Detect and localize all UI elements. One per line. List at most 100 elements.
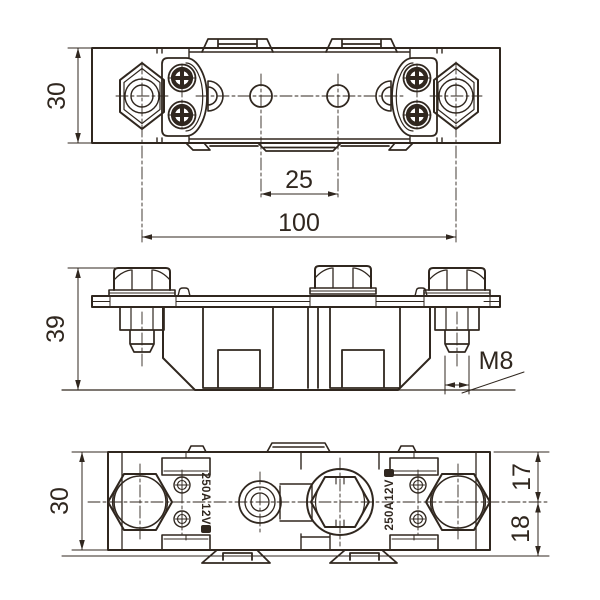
mounting-hole (326, 84, 350, 108)
small-screw (173, 510, 191, 528)
right-nut-circle (431, 475, 485, 529)
screw-head-rim (167, 100, 197, 130)
phillips-cross-icon (173, 106, 191, 124)
dimension-39: 39 (42, 267, 117, 391)
bracket-fold-lines (121, 451, 477, 551)
screw-head-ring (405, 103, 429, 127)
dim-label-thread-m8: M8 (479, 347, 514, 375)
screw-outer (409, 510, 427, 528)
dimension-100: 100 (141, 209, 457, 240)
dimension-arrows (79, 452, 85, 550)
dim-label-upper-17: 17 (508, 463, 536, 491)
fuse-clip-barrel-mid (244, 486, 276, 518)
screw-head-rim (402, 100, 432, 130)
fuse-clip-covers (161, 57, 438, 137)
small-screw (409, 476, 427, 494)
phillips-cross-icon (173, 69, 191, 87)
screw-head-ring (170, 103, 194, 127)
dim-label-height-30: 30 (43, 82, 71, 110)
center-bolt-boss-lines (300, 451, 380, 551)
hex-nut-outlines-bottom (107, 473, 491, 531)
phillips-screw (167, 100, 197, 130)
marking-voltage-rating: 12V (384, 479, 396, 501)
bottom-view-centerlines (87, 457, 550, 547)
mounting-hole (249, 84, 273, 108)
dimension-arrows (445, 382, 469, 388)
dim-label-stud-spacing-100: 100 (278, 209, 320, 237)
top-inner-edges (156, 47, 443, 144)
left-nut-circle (113, 475, 167, 529)
hex-bolt-heads (113, 265, 486, 291)
dimension-arrows (75, 48, 81, 143)
leader-line (461, 371, 525, 394)
dim-label-height-39: 39 (42, 315, 70, 343)
dimension-25: 25 (260, 166, 339, 197)
center-bolt-thread-marks (335, 476, 345, 528)
screw-outer (173, 476, 191, 494)
dimension-30-top: 30 (43, 47, 93, 144)
brand-logo-mark (384, 469, 394, 477)
plate-detail-lines (91, 295, 501, 308)
dim-label-height-30: 30 (46, 487, 74, 515)
screw-head-rim (402, 63, 432, 93)
screw-crosshair (411, 512, 425, 526)
screw-crosshair (175, 512, 189, 526)
washer-midlines (108, 290, 491, 294)
clip-window-cutouts (161, 457, 439, 551)
marking-current-rating: 250A (384, 501, 396, 530)
side-body-outline (91, 295, 501, 391)
top-edge-small-tabs (187, 442, 417, 453)
screw-crosshair (175, 478, 189, 492)
bottom-body-outline (107, 451, 491, 551)
extension-lines (444, 355, 470, 395)
lower-nut-facets (130, 306, 469, 331)
fuse-strip-end-contacts (207, 80, 392, 112)
hex-nut-outlines (119, 62, 479, 130)
dim-label-hole-spacing-25: 25 (285, 166, 313, 194)
bottom-edge-tabs-and-dovetail (185, 142, 414, 152)
dimension-30-bottom: 30 (46, 451, 109, 551)
extension-lines (67, 47, 93, 144)
fuse-clip-barrel-inner (250, 492, 270, 512)
bottom-mounting-feet (201, 549, 398, 564)
bottom-view: 250A 12V 250A 12V 30 17 18 (46, 442, 550, 564)
phillips-screw (167, 63, 197, 93)
brand-logo-mark (201, 525, 211, 533)
small-screw (173, 476, 191, 494)
marking-voltage-rating: 12V (199, 503, 211, 525)
right-stud-hole (444, 84, 468, 108)
fuse-strip-bar (279, 483, 313, 522)
washers (108, 287, 491, 297)
dimension-17: 17 (493, 451, 550, 503)
screw-head-ring (170, 66, 194, 90)
phillips-screw (402, 63, 432, 93)
side-view: 39 M8 (42, 265, 525, 395)
rating-marking-right: 250A 12V (384, 469, 396, 531)
fuse-clip-cover-inner-arcs (185, 62, 414, 132)
phillips-cross-icon (408, 69, 426, 87)
right-stud-washer-circle (438, 78, 474, 114)
dim-label-lower-18: 18 (507, 515, 535, 543)
phillips-cross-icon (408, 106, 426, 124)
screw-head-rim (167, 63, 197, 93)
nut-chamfer-arcs (111, 487, 487, 517)
extension-lines (71, 451, 109, 551)
center-bolt-washer-circle (306, 468, 374, 536)
hex-bolt-head-facets (113, 267, 486, 291)
dimension-arrows (535, 452, 541, 502)
phillips-screw (402, 100, 432, 130)
hex-nut-inner-facets (123, 67, 475, 125)
top-view: 30 25 100 (43, 38, 501, 243)
left-stud-washer-circle (124, 78, 160, 114)
left-stud-hole (130, 84, 154, 108)
screw-outer (409, 476, 427, 494)
marking-current-rating: 250A (199, 472, 211, 501)
screw-outer (173, 510, 191, 528)
screw-crosshair (411, 478, 425, 492)
small-screw (409, 510, 427, 528)
top-edge-clip-tabs (201, 38, 398, 53)
rivet-bumps (177, 287, 428, 297)
stud-centerlines (141, 311, 458, 367)
